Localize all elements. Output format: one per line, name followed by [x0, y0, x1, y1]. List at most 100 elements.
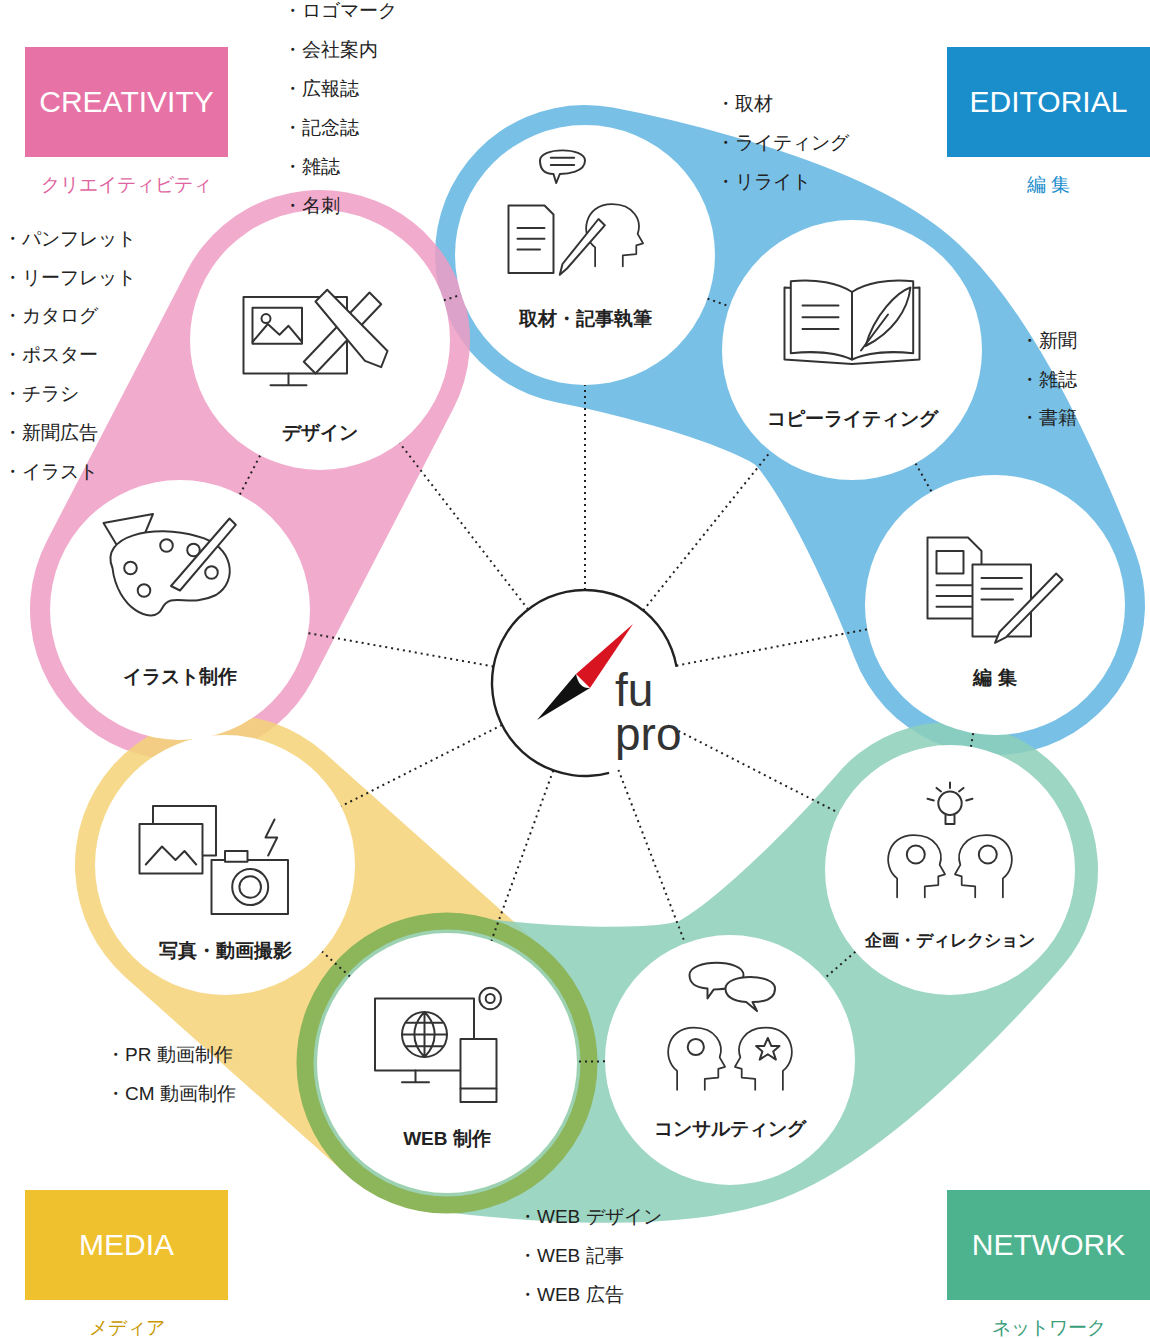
logo-text: fu pro — [615, 669, 681, 756]
service-icon — [888, 783, 1012, 898]
dotted-connector — [825, 952, 856, 979]
dotted-connector — [577, 1060, 605, 1062]
circle-shape — [605, 935, 855, 1185]
circle-shape — [455, 125, 715, 385]
compass-needle — [537, 674, 590, 720]
highlight-ring — [305, 921, 589, 1205]
circle-fill — [825, 745, 1075, 995]
item-label: ・雑誌 — [1020, 369, 1077, 391]
circle-fill — [455, 125, 715, 385]
item-label: ・雑誌 — [283, 156, 340, 178]
circle-shape — [722, 220, 982, 480]
icon-stroke — [212, 860, 289, 914]
service-icon — [244, 290, 388, 385]
icon-stroke — [668, 1028, 725, 1090]
service-name: デザイン — [282, 423, 358, 442]
service-icon — [785, 280, 920, 364]
icon-stroke — [262, 314, 271, 323]
item-label: ・リーフレット — [3, 267, 136, 289]
category-title: CREATIVITY — [39, 87, 213, 117]
service-icon — [668, 963, 792, 1090]
icon-stroke — [979, 846, 997, 864]
category-subtitle: ネットワーク — [992, 1318, 1106, 1337]
dotted-connector — [971, 733, 973, 747]
category-subtitle: クリエイティビティ — [41, 175, 212, 194]
icon-stroke — [402, 1012, 447, 1082]
service-icon — [928, 538, 1063, 643]
icon-stroke — [479, 988, 501, 1010]
dotted-connector — [308, 633, 494, 666]
icon-stroke — [461, 1088, 497, 1090]
icon-stroke — [982, 578, 1023, 600]
item-label: ・WEB デザイン — [518, 1206, 662, 1228]
category-box: NETWORKネットワーク — [947, 1190, 1150, 1338]
circle-shape — [865, 475, 1125, 735]
icon-stroke — [509, 206, 554, 274]
icon-stroke — [791, 280, 913, 359]
icon-stroke — [938, 792, 961, 815]
service-circle: 取材・記事執筆 — [455, 125, 715, 385]
icon-stroke — [688, 1039, 704, 1055]
icon-stroke — [726, 977, 776, 1011]
icon-stroke — [888, 835, 945, 897]
icon-stroke — [995, 574, 1063, 643]
category-subtitle: メディア — [89, 1318, 165, 1337]
dotted-connector — [584, 385, 586, 590]
service-icon — [104, 514, 236, 615]
category-box: EDITORIAL 編 集 — [947, 47, 1150, 205]
service-name: 取材・記事執筆 — [519, 309, 652, 328]
category-subtitle: 編 集 — [1027, 175, 1070, 194]
icon-stroke — [205, 566, 218, 579]
item-label: ・名刺 — [283, 195, 340, 217]
dotted-connector — [341, 725, 502, 806]
service-name: イラスト制作 — [123, 667, 237, 686]
service-circle: コンサルティング — [605, 935, 855, 1185]
icon-stroke — [866, 288, 911, 347]
dotted-connector — [676, 629, 867, 665]
icon-stroke — [124, 562, 137, 575]
item-label: ・新聞 — [1020, 330, 1077, 352]
category-title: EDITORIAL — [970, 87, 1128, 117]
item-label: ・書籍 — [1020, 407, 1077, 429]
circle-shape — [825, 745, 1075, 995]
dotted-connector — [491, 770, 553, 940]
circle-shape — [317, 933, 577, 1193]
category-box: CREATIVITY クリエイティビティ — [25, 47, 228, 205]
service-icon — [140, 806, 289, 914]
item-label: ・リライト — [716, 171, 811, 193]
item-label: ・PR 動画制作 — [106, 1044, 233, 1066]
item-label: ・イラスト — [3, 461, 98, 483]
circle-fill — [95, 735, 355, 995]
icon-stroke — [253, 324, 303, 342]
circle-fill — [190, 210, 450, 470]
service-circle: WEB 制作 — [317, 933, 577, 1193]
service-circle: 編 集 — [865, 475, 1125, 735]
item-label: ・チラシ — [3, 383, 79, 405]
item-label: ・新聞広告 — [3, 422, 98, 444]
service-icon — [509, 150, 644, 274]
circle-shape — [50, 480, 310, 740]
category-title: MEDIA — [79, 1230, 174, 1260]
icon-stroke — [271, 374, 307, 386]
service-name: 写真・動画撮影 — [159, 941, 292, 960]
dotted-connector — [618, 770, 685, 944]
service-name: コンサルティング — [654, 1119, 806, 1138]
item-label: ・パンフレット — [3, 228, 136, 250]
service-name: コピーライティング — [767, 409, 938, 428]
circle-fill — [50, 480, 310, 740]
item-label: ・記念誌 — [283, 117, 359, 139]
icon-stroke — [171, 519, 236, 591]
dotted-connector — [643, 451, 771, 610]
icon-stroke — [955, 835, 1012, 897]
item-label: ・カタログ — [3, 305, 98, 327]
dotted-connector — [707, 299, 729, 307]
icon-stroke — [146, 847, 196, 865]
icon-stroke — [486, 994, 495, 1003]
icon-stroke — [316, 290, 388, 367]
icon-stroke — [756, 1038, 779, 1060]
service-icon — [375, 988, 501, 1102]
icon-stroke — [540, 150, 585, 183]
dotted-connector — [444, 295, 461, 301]
service-circle: イラスト制作 — [50, 480, 310, 740]
